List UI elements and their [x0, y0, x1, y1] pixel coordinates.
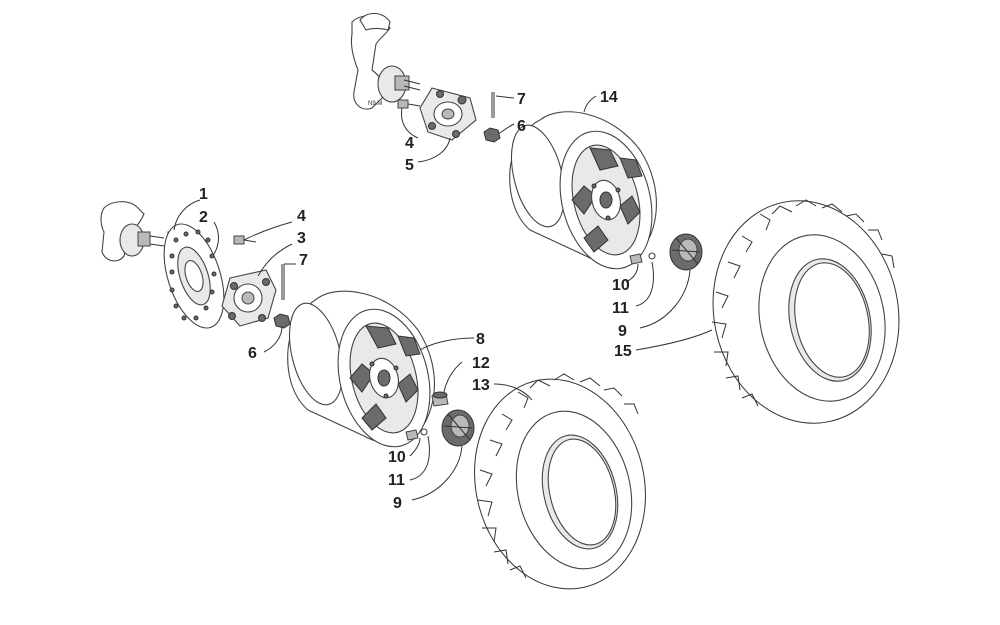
lower-wheel-hub [221, 269, 277, 327]
callout-labels: 1 2 3 4 4 5 6 6 7 7 8 9 9 10 10 11 11 12… [199, 89, 632, 512]
leader-13 [493, 383, 533, 401]
callout-4-upper: 4 [405, 135, 414, 152]
callout-1: 1 [199, 186, 208, 203]
upper-tire [711, 199, 900, 424]
upper-steering-knuckle: N9.M [350, 12, 421, 110]
leader-2 [213, 221, 219, 255]
callout-7-lower: 7 [299, 252, 308, 269]
leader-9-lower [411, 445, 463, 501]
leader-10-upper [625, 263, 639, 283]
leader-lines [173, 95, 713, 501]
callout-2: 2 [199, 209, 208, 226]
lower-brake-disc [163, 223, 225, 329]
leader-6-upper [497, 123, 515, 135]
lower-cotter-pin [281, 264, 285, 300]
leader-1 [173, 199, 201, 231]
leader-4-lower [243, 221, 293, 241]
callout-5: 5 [405, 157, 414, 174]
callout-6-lower: 6 [248, 345, 257, 362]
upper-wheel-rim [509, 111, 657, 270]
upper-valve-stem [629, 252, 656, 265]
leader-8 [419, 337, 475, 351]
callout-8: 8 [476, 331, 485, 348]
callout-10-upper: 10 [612, 277, 630, 294]
lower-valve-stem [405, 428, 428, 441]
callout-10-lower: 10 [388, 449, 406, 466]
leader-11-lower [409, 435, 430, 481]
callout-15: 15 [614, 343, 632, 360]
leader-14 [583, 95, 597, 113]
callout-11-upper: 11 [612, 300, 629, 317]
callout-7-upper: 7 [517, 91, 526, 108]
callout-13: 13 [472, 377, 490, 394]
leader-5 [417, 137, 451, 163]
callout-3: 3 [297, 230, 306, 247]
leader-4-upper [401, 107, 419, 139]
upper-axle-nut [483, 127, 501, 143]
callout-4-lower: 4 [297, 208, 306, 225]
leader-9-upper [639, 269, 691, 329]
callout-9-lower: 9 [393, 495, 402, 512]
leader-12 [443, 361, 463, 393]
callout-12: 12 [472, 355, 490, 372]
leader-7-upper [495, 95, 515, 99]
lower-center-cap [441, 409, 475, 447]
upper-wheel-hub [419, 87, 477, 141]
leader-10-lower [409, 437, 421, 457]
callout-9-upper: 9 [618, 323, 627, 340]
leader-6-lower [263, 325, 283, 353]
lower-axle-nut [273, 313, 291, 329]
lower-tire [474, 373, 646, 590]
leader-3 [257, 243, 293, 277]
leader-15 [635, 329, 713, 351]
svg-text:N9.M: N9.M [368, 101, 382, 107]
lower-wheel-rim [287, 290, 435, 448]
upper-cotter-pin [491, 92, 495, 118]
callout-14: 14 [600, 89, 618, 106]
lower-lug-nut [431, 391, 449, 407]
leader-11-upper [635, 261, 654, 307]
callout-11-lower: 11 [388, 472, 405, 489]
lower-steering-knuckle [100, 201, 165, 262]
callout-6-upper: 6 [517, 118, 526, 135]
upper-center-cap [669, 233, 703, 271]
upper-wheel-stud [397, 99, 421, 109]
